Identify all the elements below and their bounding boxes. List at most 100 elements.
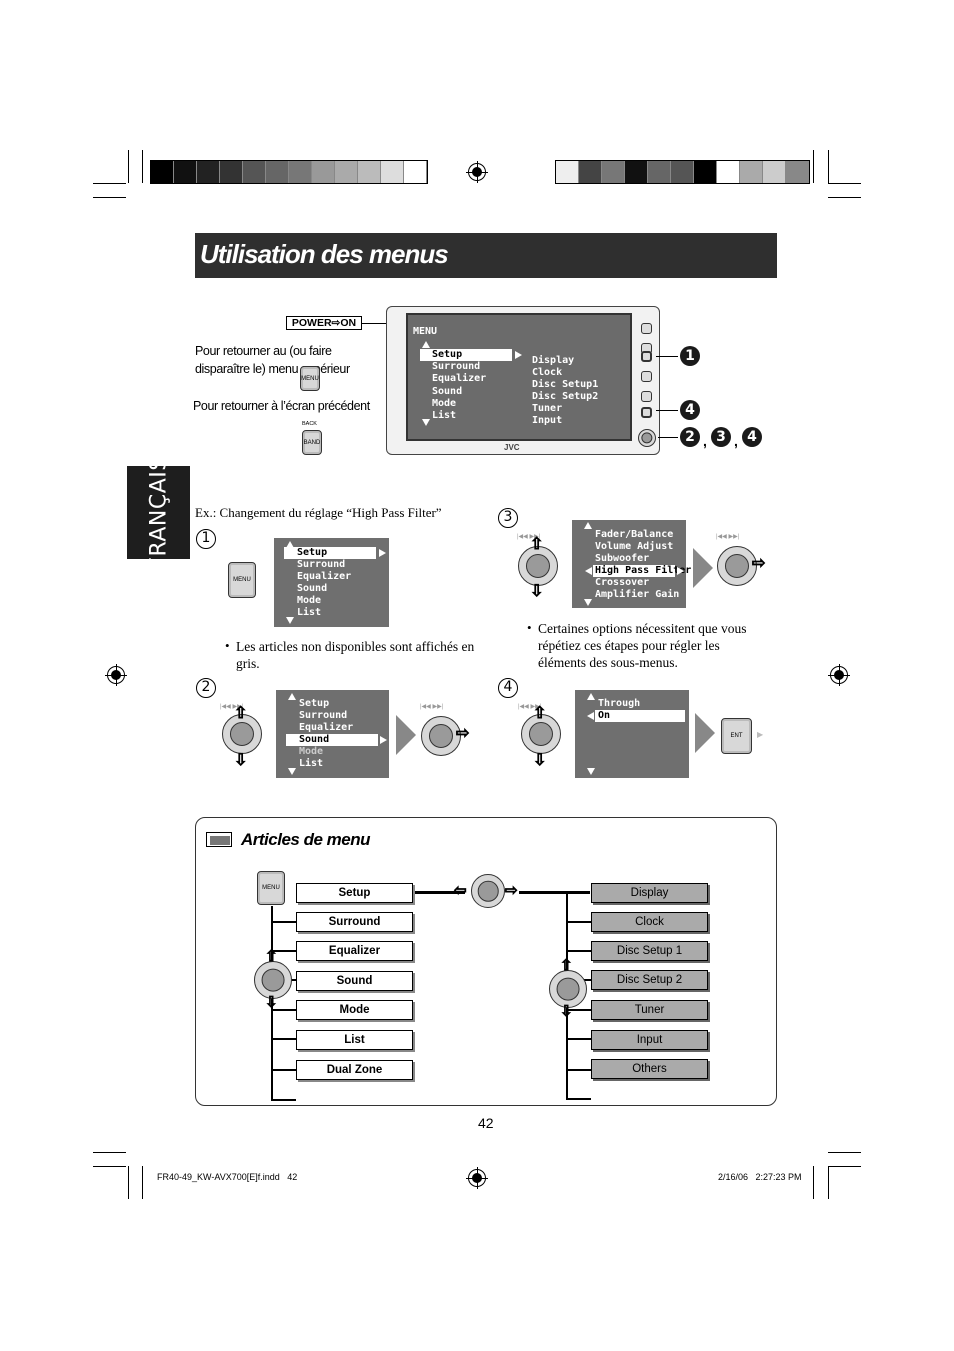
crop-mark (93, 183, 126, 184)
control-dial[interactable] (518, 546, 558, 586)
return-prev-text: Pour retourner à l’écran précédent (193, 399, 370, 413)
arrow-down-icon: ⇩ (560, 1003, 574, 1021)
leader-line (656, 410, 678, 411)
menu-item: Sound (286, 734, 378, 746)
crop-mark (93, 1152, 126, 1153)
menu-button[interactable]: MENU (228, 562, 256, 598)
crop-mark (828, 1166, 829, 1199)
language-tab-label: FRANÇAIS (146, 455, 171, 570)
arrow-down-icon: ⇩ (532, 752, 547, 770)
back-button[interactable]: BAND (302, 430, 322, 455)
submenu-item-box: Disc Setup 2 (591, 970, 708, 990)
menu-item: Volume Adjust (595, 541, 674, 552)
device-menu-item: Sound (432, 386, 463, 397)
footer-file: FR40-49_KW-AVX700[E]f.indd 42 (157, 1172, 298, 1182)
menu-item: Amplifier Gain (595, 589, 680, 600)
menu-item-box: Sound (296, 971, 413, 991)
menu-item: Surround (299, 710, 348, 721)
device-button[interactable] (641, 323, 652, 334)
control-dial[interactable] (471, 874, 505, 908)
crop-mark (828, 183, 861, 184)
connector-line (566, 1038, 591, 1040)
leader-line (656, 356, 678, 357)
menu-button[interactable]: MENU (257, 871, 285, 905)
arrow-down-icon: ⇩ (529, 583, 544, 601)
connector-line (271, 1009, 296, 1011)
arrow-down-icon: ⇩ (265, 994, 279, 1012)
ent-button-label: ENT (730, 733, 743, 739)
device-menu-item: List (432, 410, 457, 421)
connector-line (271, 1069, 296, 1071)
step-3-number: 3 (498, 508, 518, 528)
menu-item-box: Equalizer (296, 941, 413, 961)
device-button[interactable] (641, 391, 652, 402)
arrow-left-icon (587, 712, 594, 720)
device-back-button[interactable] (641, 407, 652, 418)
step-2-number: 2 (196, 678, 216, 698)
control-dial[interactable] (421, 716, 461, 756)
power-on-label: POWER⇨ON (286, 316, 362, 330)
arrow-right-icon (677, 567, 684, 575)
scroll-up-icon (587, 693, 595, 700)
page-number: 42 (478, 1115, 494, 1131)
device-submenu-item: Input (532, 415, 563, 426)
bullet: • (225, 638, 230, 653)
back-caption: BACK (302, 421, 317, 427)
scroll-up-icon (288, 693, 296, 700)
device-menu-button[interactable] (641, 351, 652, 362)
registration-mark-left (105, 664, 127, 686)
connector-line (566, 1098, 591, 1100)
scroll-down-icon (288, 768, 296, 775)
connector-line (566, 921, 591, 923)
menu-item: On (595, 710, 685, 722)
connector-line (271, 1099, 296, 1101)
step-1-number: 1 (196, 529, 216, 549)
step-ref-3: 3 (711, 427, 731, 447)
step-1-screen: Setup Surround Equalizer Sound Mode List (274, 538, 389, 627)
registration-mark-top (466, 161, 488, 183)
arrow-right-icon: ⇨ (455, 725, 470, 743)
step-4-screen: Through On (575, 690, 689, 778)
arrow-up-icon: ⇧ (233, 705, 248, 723)
submenu-item-box: Tuner (591, 1000, 708, 1020)
step-2-screen: Setup Surround Equalizer Sound Mode List (276, 690, 389, 778)
device-button[interactable] (641, 371, 652, 382)
control-dial[interactable] (254, 961, 292, 999)
arrow-up-icon: ⇧ (560, 957, 574, 975)
menu-item-box: Dual Zone (296, 1060, 413, 1080)
language-tab: FRANÇAIS (127, 456, 190, 569)
arrow-left-icon (585, 567, 592, 575)
control-dial[interactable] (717, 546, 757, 586)
connector-line (566, 1069, 591, 1071)
step-3-screen: Fader/Balance Volume Adjust Subwoofer Hi… (572, 520, 691, 608)
ent-button[interactable]: ENT (721, 718, 752, 754)
arrow-up-icon: ⇧ (532, 705, 547, 723)
menu-button[interactable]: MENU (300, 366, 320, 391)
crop-mark (828, 197, 861, 198)
device-menu-item: Surround (432, 361, 481, 372)
arrow-right-icon (515, 351, 522, 359)
crop-mark (128, 1166, 129, 1199)
menu-item: Mode (299, 746, 324, 757)
connector-line (566, 1009, 591, 1011)
device-submenu-item: Disc Setup1 (532, 379, 599, 390)
control-dial[interactable] (521, 714, 561, 754)
device-menu-item: Mode (432, 398, 457, 409)
crop-mark (828, 1166, 861, 1167)
scroll-down-icon (587, 768, 595, 775)
crop-mark (128, 150, 129, 183)
registration-mark-right (828, 664, 850, 686)
device-submenu-item: Display (532, 355, 575, 366)
bullet: • (527, 620, 532, 635)
step-1-note: Les articles non disponibles sont affich… (236, 639, 475, 671)
next-arrow-icon (695, 713, 715, 753)
connector-line (271, 1075, 273, 1100)
car-receiver-device: MENU Setup Surround Equalizer Sound Mode… (386, 306, 660, 455)
control-dial[interactable] (222, 714, 262, 754)
control-dial[interactable] (549, 970, 587, 1008)
scroll-down-icon (286, 617, 294, 624)
menu-item: Equalizer (297, 571, 352, 582)
menu-item: Setup (299, 698, 330, 709)
device-control-dial[interactable] (638, 429, 656, 447)
menu-item: Surround (297, 559, 346, 570)
